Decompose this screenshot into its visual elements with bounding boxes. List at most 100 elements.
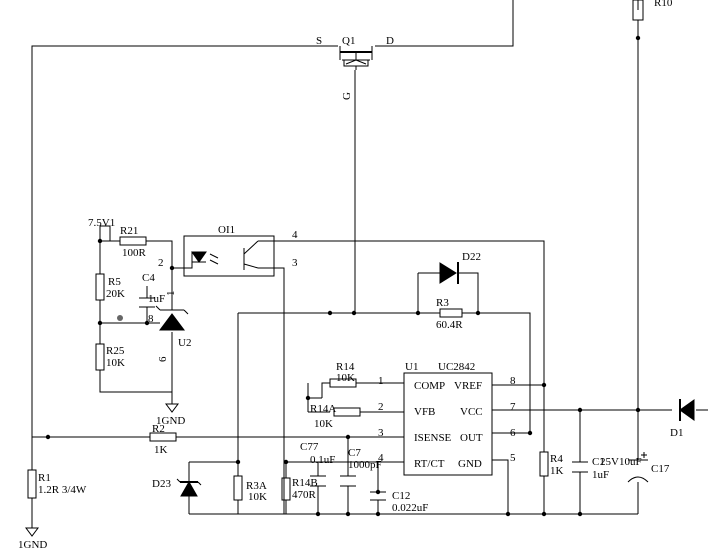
- resistor-r14: R14 10K: [329, 361, 357, 388]
- oi1-label: OI1: [218, 224, 235, 236]
- capacitor-c77: C77 0.1uF: [300, 441, 335, 487]
- resistor-r14b: R14B 470R: [281, 477, 318, 501]
- u2-pin8: 8: [148, 313, 154, 325]
- c77-value: 0.1uF: [310, 454, 335, 466]
- ground-main-label: 1GND: [18, 539, 47, 550]
- r1-value: 1.2R 3/4W: [38, 484, 87, 496]
- r14a-value: 10K: [314, 418, 333, 430]
- mosfet-q1: Q1 S D G: [316, 35, 394, 100]
- r4-label: R4: [550, 453, 563, 465]
- resistor-r1: R1 1.2R 3/4W: [27, 469, 87, 499]
- u1-rtct: RT/CT: [414, 458, 445, 470]
- resistor-r3a: R3A 10K: [233, 475, 267, 503]
- d22-label: D22: [462, 251, 481, 263]
- r3a-value: 10K: [248, 491, 267, 503]
- oi1-pin3: 3: [292, 257, 298, 269]
- c77-label: C77: [300, 441, 319, 453]
- resistor-r14a: R14A 10K: [310, 403, 361, 430]
- wires: [31, 0, 708, 528]
- r14b-label: R14B: [292, 477, 318, 489]
- u1-label: U1: [405, 361, 418, 373]
- c17-value: 25V10uF: [600, 456, 642, 468]
- resistor-r10: R10: [632, 0, 673, 21]
- u1-isense: ISENSE: [414, 432, 452, 444]
- r5-value: 20K: [106, 288, 125, 300]
- r14-label: R14: [336, 361, 355, 373]
- optocoupler-oi1: OI1 4 3: [183, 224, 298, 277]
- r14b-value: 470R: [292, 489, 317, 501]
- q1-label: Q1: [342, 35, 355, 47]
- resistor-r25: R25 10K: [95, 343, 125, 371]
- capacitor-c12: C12 0.022uF: [370, 490, 428, 514]
- r3-value: 60.4R: [436, 319, 463, 331]
- oi1-pin4: 4: [292, 229, 298, 241]
- r25-value: 10K: [106, 357, 125, 369]
- c1-value: 1uF: [592, 469, 609, 481]
- u1-comp: COMP: [414, 380, 445, 392]
- c7-label: C7: [348, 447, 361, 459]
- r3a-label: R3A: [246, 480, 267, 492]
- ic-u1: U1 UC2842 COMP VREF VFB VCC ISENSE OUT R…: [378, 361, 516, 476]
- u1-pin5: 5: [510, 452, 516, 464]
- ground-u2-label: 1GND: [156, 415, 185, 427]
- u2-pin2: 2: [158, 257, 164, 269]
- c1-label: C1: [592, 456, 605, 468]
- resistor-r2: R2 1K: [149, 423, 177, 456]
- d23-label: D23: [152, 478, 171, 490]
- capacitor-c1: C1 1uF: [572, 456, 609, 481]
- diode-d22: D22: [439, 251, 481, 284]
- capacitor-c7: C7 1000pF: [340, 447, 382, 487]
- r10-label: R10: [654, 0, 673, 9]
- u1-out: OUT: [460, 432, 483, 444]
- u1-vref: VREF: [454, 380, 482, 392]
- c17-label: C17: [651, 463, 670, 475]
- resistor-r5: R5 20K: [95, 273, 125, 301]
- q1-drain-label: D: [386, 35, 394, 47]
- resistor-r21: R21 100R: [119, 225, 147, 259]
- u1-pin4: 4: [378, 452, 384, 464]
- u1-pin3: 3: [378, 427, 384, 439]
- c7-value: 1000pF: [348, 459, 382, 471]
- c12-value: 0.022uF: [392, 502, 428, 514]
- u1-pin8: 8: [510, 375, 516, 387]
- u2-pin6: 6: [157, 356, 169, 362]
- r2-value: 1K: [154, 444, 168, 456]
- r21-label: R21: [120, 225, 138, 237]
- resistor-r4: R4 1K: [539, 451, 564, 477]
- d1-label: D1: [670, 427, 683, 439]
- u1-part: UC2842: [438, 361, 475, 373]
- r4-value: 1K: [550, 465, 564, 477]
- capacitor-c4: C4 1uF 1: [139, 272, 177, 308]
- c4-value: 1uF: [148, 293, 165, 305]
- c4-label: C4: [142, 272, 155, 284]
- supply-7v5-label: 7.5V1: [88, 217, 115, 229]
- zener-d23: D23: [152, 478, 202, 497]
- u1-vcc: VCC: [460, 406, 483, 418]
- q1-gate-label: G: [341, 92, 353, 100]
- c4-pin: 1: [165, 291, 177, 297]
- u1-pin1: 1: [378, 375, 384, 387]
- supply-7v5: 7.5V1: [88, 217, 115, 241]
- shunt-regulator-u2: 2 8 6 U2: [148, 257, 191, 362]
- u1-pin7: 7: [510, 401, 516, 413]
- u1-pin2: 2: [378, 401, 384, 413]
- r21-value: 100R: [122, 247, 147, 259]
- ground-u2: 1GND: [156, 403, 185, 427]
- r3-label: R3: [436, 297, 449, 309]
- diode-d1: D1: [670, 399, 695, 439]
- capacitor-c17: 25V10uF C17: [600, 452, 670, 483]
- u1-vfb: VFB: [414, 406, 435, 418]
- resistor-r3: R3 60.4R: [436, 297, 463, 331]
- r25-label: R25: [106, 345, 125, 357]
- u2-label: U2: [178, 337, 191, 349]
- r1-label: R1: [38, 472, 51, 484]
- u1-gnd: GND: [458, 458, 482, 470]
- c12-label: C12: [392, 490, 410, 502]
- r2-label: R2: [152, 423, 165, 435]
- r14a-label: R14A: [310, 403, 336, 415]
- ground-main: 1GND: [18, 527, 47, 550]
- u1-pin6: 6: [510, 427, 516, 439]
- r5-label: R5: [108, 276, 121, 288]
- junctions: [45, 35, 641, 517]
